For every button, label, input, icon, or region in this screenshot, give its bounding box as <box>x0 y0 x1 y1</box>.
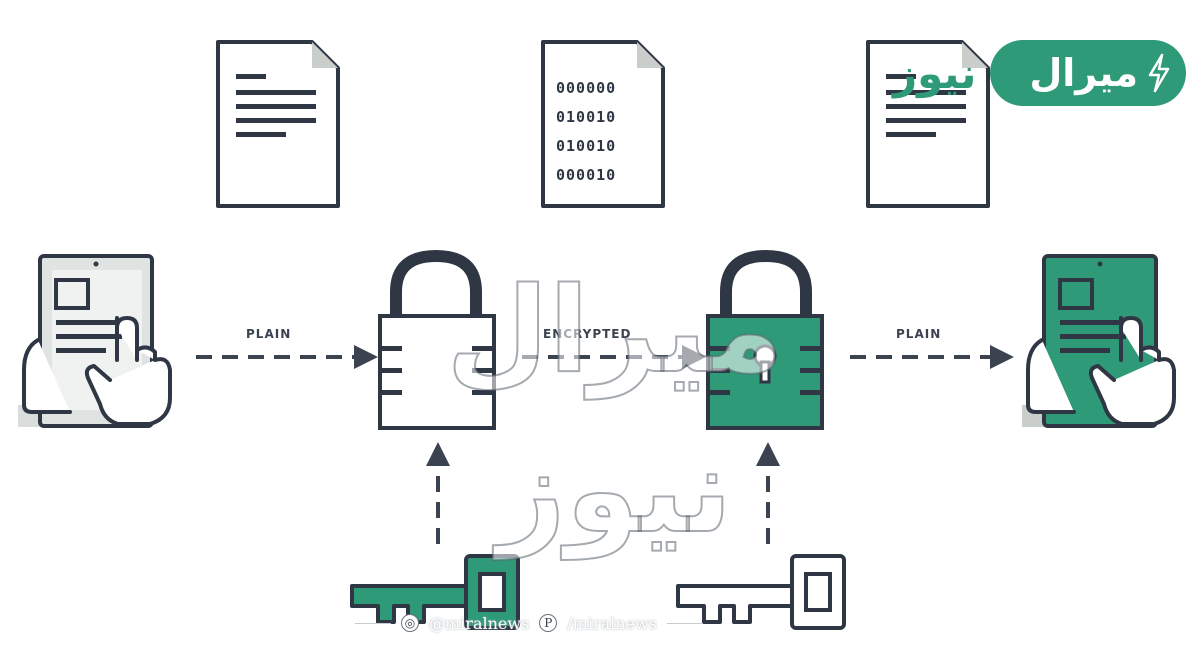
logo-secondary-text: نيوز <box>893 49 977 98</box>
footer-handle-left[interactable]: @miralnews <box>429 613 530 633</box>
bits-line-3: 010010 <box>556 137 616 155</box>
decrypt-padlock-icon <box>706 249 824 430</box>
social-footer: ◎ @miralnews P /miralnews <box>355 612 855 634</box>
encrypted-label: ENCRYPTED <box>543 327 631 341</box>
plain-document-icon-left <box>216 40 340 208</box>
encrypted-document-icon: 000000 010010 010010 000010 <box>541 40 665 208</box>
bits-line-4: 000010 <box>556 166 616 184</box>
instagram-icon[interactable]: ◎ <box>401 614 419 632</box>
decryption-key-icon <box>676 554 846 630</box>
plain-label-left: PLAIN <box>246 327 291 341</box>
bits-line-1: 000000 <box>556 79 616 97</box>
bits-line-2: 010010 <box>556 108 616 126</box>
pinterest-icon[interactable]: P <box>539 614 558 632</box>
footer-handle-right[interactable]: /miralnews <box>567 613 657 633</box>
encryption-key-icon <box>350 554 520 630</box>
plain-label-right: PLAIN <box>896 327 941 341</box>
lightning-bolt-icon <box>1148 53 1170 93</box>
footer-rule-right <box>666 622 703 624</box>
receiver-tablet-hand-icon <box>1022 254 1176 428</box>
site-logo[interactable]: ميرال <box>990 40 1186 106</box>
plain-document-icon-right <box>866 40 990 208</box>
sender-tablet-hand-icon <box>18 254 172 428</box>
encrypt-padlock-icon <box>378 249 496 430</box>
footer-rule-left <box>355 622 391 624</box>
logo-main-text: ميرال <box>1029 51 1138 95</box>
